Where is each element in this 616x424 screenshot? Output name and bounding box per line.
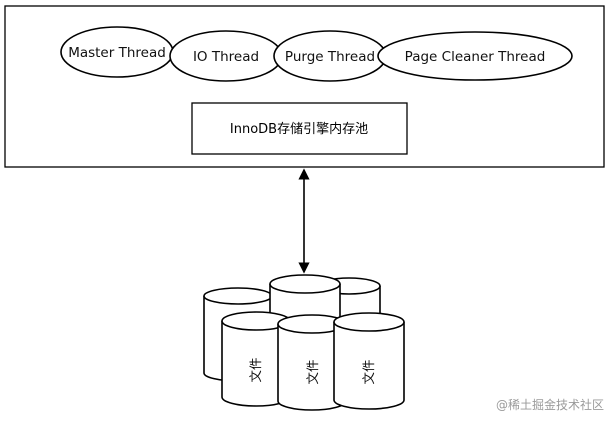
thread-master-label: Master Thread (68, 45, 166, 61)
thread-io-label: IO Thread (193, 49, 259, 65)
file-label-3: 文件 (361, 359, 376, 384)
file-label-2: 文件 (305, 359, 320, 384)
thread-page-cleaner: Page Cleaner Thread (377, 31, 573, 81)
thread-io: IO Thread (169, 30, 283, 82)
thread-page-cleaner-label: Page Cleaner Thread (405, 49, 546, 65)
file-label-1: 文件 (248, 357, 263, 382)
file-cylinder-3: 文件 (333, 312, 405, 410)
watermark-text: @稀土掘金技术社区 (496, 397, 604, 412)
thread-master: Master Thread (60, 26, 174, 78)
thread-purge: Purge Thread (273, 30, 387, 82)
thread-purge-label: Purge Thread (285, 49, 375, 65)
buffer-pool-box: InnoDB存储引擎内存池 (191, 102, 408, 155)
file-cylinder-2: 文件 (277, 314, 347, 411)
buffer-pool-label: InnoDB存储引擎内存池 (230, 121, 368, 137)
